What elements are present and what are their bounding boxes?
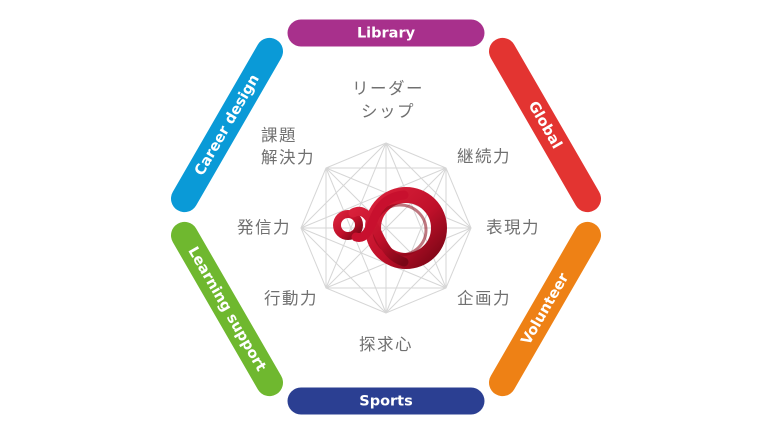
category-bar-career-design[interactable]: Career design (166, 33, 288, 217)
octagon-grid (300, 142, 472, 314)
skill-expression: 表現力 (486, 218, 540, 237)
category-bar-library[interactable]: Library (287, 19, 485, 47)
skill-action: 行動力 (264, 289, 318, 308)
category-bar-sports[interactable]: Sports (287, 387, 485, 415)
category-label-library: Library (357, 26, 416, 42)
skill-communication: 発信力 (237, 218, 291, 237)
category-label-learning-support: Learning support (184, 244, 268, 374)
skill-problem-solving-line2: 解決力 (261, 148, 315, 167)
infinity-icon (333, 187, 447, 269)
category-bar-learning-support[interactable]: Learning support (166, 217, 288, 401)
category-bar-global[interactable]: Global (484, 33, 606, 217)
category-label-career-design: Career design (192, 72, 263, 179)
skill-continuity: 継続力 (457, 147, 511, 166)
skill-labels: リーダー シップ 継続力 表現力 企画力 探求心 行動力 発信力 課題 解決力 (237, 79, 540, 354)
skill-leadership-line1: リーダー (352, 79, 424, 98)
skill-planning: 企画力 (457, 289, 511, 308)
skill-inquiry: 探求心 (359, 335, 413, 354)
category-bar-volunteer[interactable]: Volunteer (484, 217, 606, 401)
skill-leadership-line2: シップ (361, 102, 415, 121)
skill-problem-solving-line1: 課題 (261, 126, 297, 145)
category-label-sports: Sports (359, 394, 413, 410)
